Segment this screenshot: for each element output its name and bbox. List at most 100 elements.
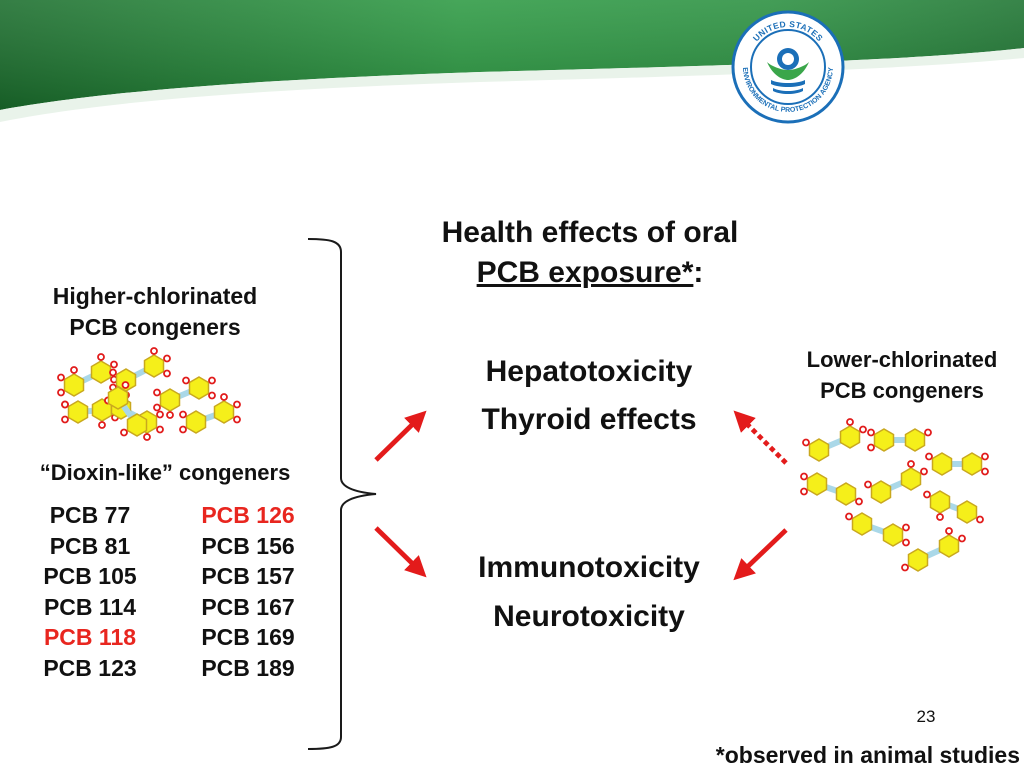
chlorine-atom bbox=[800, 487, 808, 496]
lower-chlorinated-molecules-icon bbox=[800, 418, 989, 572]
chlorine-atom bbox=[61, 415, 69, 424]
chlorine-atom bbox=[233, 400, 241, 409]
chlorine-atom bbox=[846, 418, 854, 426]
chlorine-atom bbox=[98, 421, 106, 429]
benzene-ring bbox=[806, 472, 828, 496]
chlorine-atom bbox=[923, 490, 931, 499]
benzene-ring bbox=[188, 376, 210, 400]
benzene-ring bbox=[839, 425, 861, 449]
chlorine-atom bbox=[924, 428, 932, 437]
chlorine-atom bbox=[153, 403, 161, 412]
benzene-ring bbox=[107, 386, 129, 410]
chlorine-atom bbox=[976, 515, 984, 524]
chlorine-atom bbox=[864, 480, 872, 489]
chlorine-atom bbox=[902, 538, 910, 547]
chlorine-atom bbox=[121, 381, 130, 389]
chlorine-atom bbox=[156, 410, 164, 419]
benzene-ring bbox=[907, 548, 929, 572]
page-number: 23 bbox=[916, 707, 936, 726]
higher-chlorinated-label: Higher-chlorinated PCB congeners bbox=[20, 281, 290, 343]
chlorine-atom bbox=[163, 369, 171, 378]
lower-chlorinated-line-1: Lower-chlorinated bbox=[806, 347, 998, 372]
benzene-ring bbox=[185, 410, 207, 434]
chlorine-atom bbox=[57, 388, 65, 397]
effect-neurotoxicity: Neurotoxicity bbox=[493, 600, 685, 633]
effect-thyroid: Thyroid effects bbox=[481, 403, 697, 436]
chlorine-atom bbox=[153, 388, 161, 397]
chlorine-atom bbox=[163, 354, 171, 363]
chlorine-atom bbox=[802, 438, 810, 447]
chlorine-atom bbox=[800, 472, 808, 481]
pcb-item: PCB 81 bbox=[49, 532, 131, 559]
pcb-item: PCB 114 bbox=[43, 593, 137, 620]
benzene-ring bbox=[808, 438, 830, 462]
pcb-item-highlighted: PCB 126 bbox=[201, 502, 295, 528]
chlorine-atom bbox=[859, 425, 867, 434]
benzene-ring bbox=[929, 490, 951, 514]
chlorine-atom bbox=[233, 415, 241, 424]
chlorine-atom bbox=[867, 443, 875, 452]
benzene-ring bbox=[143, 354, 165, 378]
chlorine-atom bbox=[981, 452, 989, 461]
chlorine-atom bbox=[208, 391, 216, 400]
benzene-ring bbox=[873, 428, 895, 452]
benzene-ring bbox=[870, 480, 892, 504]
chlorine-atom bbox=[179, 425, 187, 434]
pcb-item: PCB 123 bbox=[43, 654, 137, 681]
chlorine-atom bbox=[981, 467, 989, 476]
chlorine-atom bbox=[936, 513, 944, 521]
heading-colon: : bbox=[693, 256, 704, 289]
chlorine-atom bbox=[143, 433, 151, 441]
benzene-ring bbox=[90, 360, 112, 384]
benzene-ring bbox=[904, 428, 926, 452]
pcb-item: PCB 77 bbox=[49, 502, 131, 528]
benzene-ring bbox=[63, 373, 85, 397]
chlorine-atom bbox=[166, 411, 174, 419]
effect-hepatotoxicity: Hepatotoxicity bbox=[485, 355, 693, 388]
benzene-ring bbox=[961, 452, 983, 476]
chlorine-atom bbox=[208, 376, 216, 385]
slide-heading: Health effects of oral PCB exposure*: bbox=[390, 213, 790, 293]
chlorine-atom bbox=[156, 425, 164, 434]
benzene-ring bbox=[213, 400, 235, 424]
pcb-item: PCB 169 bbox=[201, 624, 295, 650]
benzene-ring bbox=[835, 482, 857, 506]
chlorine-atom bbox=[109, 368, 117, 377]
heading-underlined-text: PCB exposure* bbox=[476, 256, 694, 289]
pcb-item: PCB 189 bbox=[201, 654, 295, 681]
chlorine-atom bbox=[958, 534, 966, 543]
higher-chlorinated-line-2: PCB congeners bbox=[69, 314, 241, 340]
heading-line-1: Health effects of oral bbox=[441, 216, 739, 249]
chlorine-atom bbox=[120, 428, 128, 437]
pcb-item: PCB 167 bbox=[201, 593, 295, 620]
benzene-ring bbox=[900, 467, 922, 491]
pcb-item: PCB 157 bbox=[201, 563, 295, 589]
benzene-ring bbox=[938, 534, 960, 558]
pcb-item: PCB 105 bbox=[43, 563, 137, 589]
chlorine-atom bbox=[855, 497, 863, 506]
pcb-item: PCB 156 bbox=[201, 532, 295, 559]
chlorine-atom bbox=[907, 460, 915, 468]
epa-logo: UNITED STATES ENVIRONMENTAL PROTECTION A… bbox=[731, 10, 845, 124]
chlorine-atom bbox=[867, 428, 875, 437]
lower-chlorinated-label: Lower-chlorinated PCB congeners bbox=[784, 344, 1020, 406]
chlorine-atom bbox=[97, 353, 105, 361]
chlorine-atom bbox=[150, 347, 158, 355]
arrow-icon-upper-right-dashed bbox=[733, 410, 788, 465]
benzene-ring bbox=[851, 512, 873, 536]
arrow-icon-lower-left bbox=[374, 526, 427, 578]
chlorine-atom bbox=[61, 400, 69, 409]
benzene-ring bbox=[67, 400, 89, 424]
higher-chlorinated-line-1: Higher-chlorinated bbox=[52, 283, 258, 309]
benzene-ring bbox=[956, 500, 978, 524]
chlorine-atom bbox=[925, 452, 933, 461]
benzene-ring bbox=[126, 413, 148, 437]
chlorine-atom bbox=[70, 366, 78, 374]
chlorine-atom bbox=[182, 376, 190, 385]
footnote: *observed in animal studies bbox=[715, 742, 1020, 768]
heading-line-2: PCB exposure*: bbox=[390, 253, 790, 293]
arrow-icon-lower-right bbox=[733, 528, 788, 581]
chlorine-atom bbox=[920, 467, 928, 476]
